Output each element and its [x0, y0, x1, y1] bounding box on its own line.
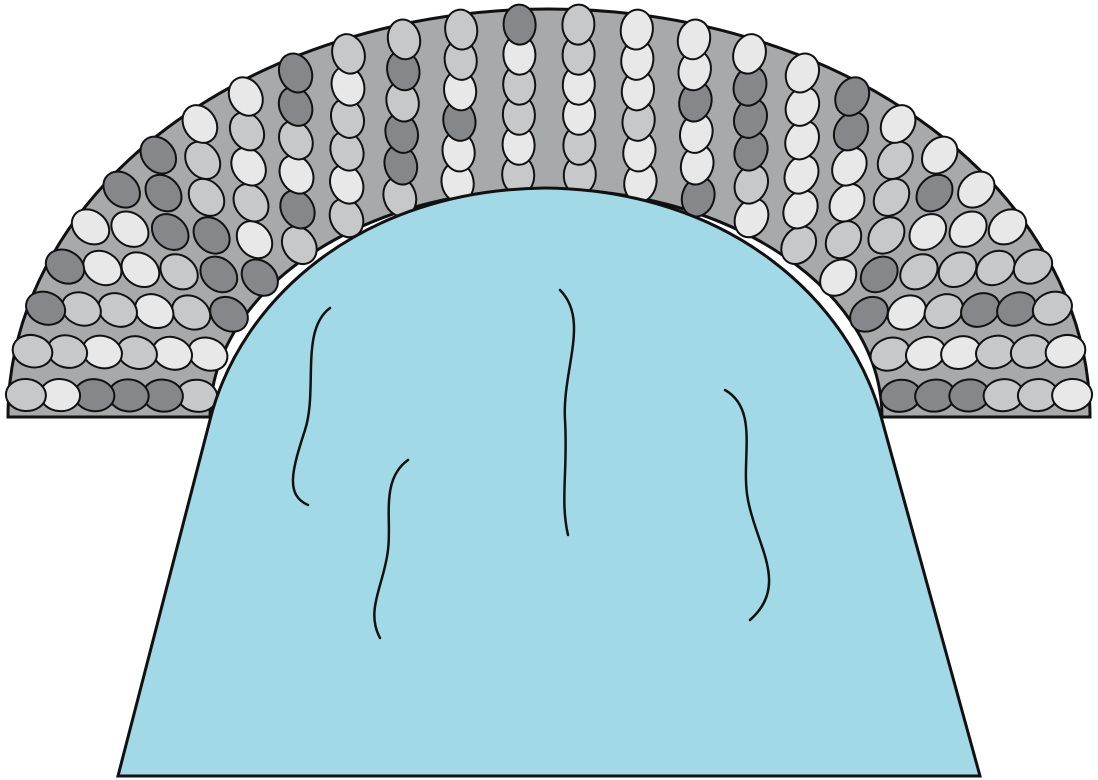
- arch-stone: [562, 4, 596, 45]
- arch-stone: [503, 4, 537, 45]
